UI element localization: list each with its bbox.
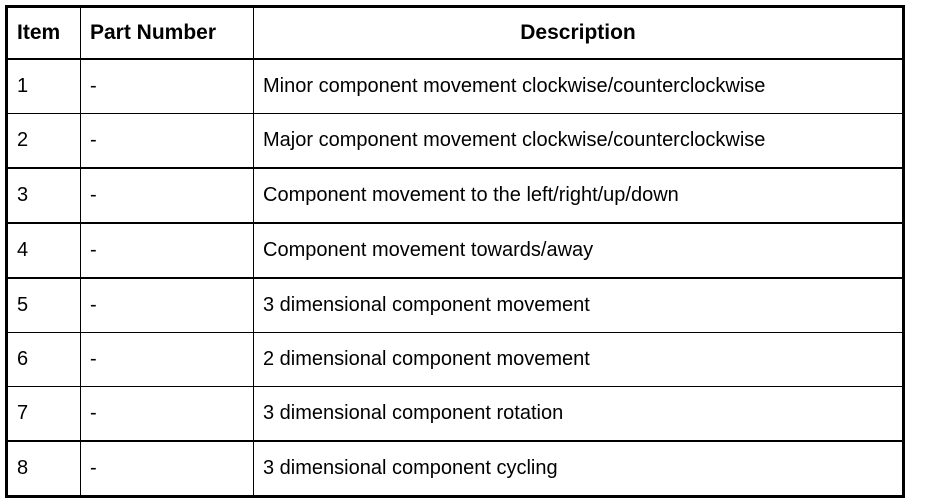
parts-table: Item Part Number Description 1 - Minor c… <box>5 5 905 498</box>
table-row: 1 - Minor component movement clockwise/c… <box>6 58 904 114</box>
column-header-description: Description <box>253 6 904 60</box>
cell-description: 3 dimensional component cycling <box>253 440 904 497</box>
cell-part-number: - <box>80 222 254 279</box>
cell-description: 3 dimensional component movement <box>253 277 904 333</box>
column-header-item: Item <box>6 6 81 60</box>
table-row: 2 - Major component movement clockwise/c… <box>6 113 904 169</box>
cell-description: Component movement to the left/right/up/… <box>253 167 904 224</box>
table-body: 1 - Minor component movement clockwise/c… <box>6 58 904 497</box>
table-header: Item Part Number Description <box>6 6 904 60</box>
table-row: 4 - Component movement towards/away <box>6 222 904 279</box>
cell-item: 6 <box>6 332 81 387</box>
cell-description: 3 dimensional component rotation <box>253 386 904 442</box>
cell-part-number: - <box>80 440 254 497</box>
table-row: 5 - 3 dimensional component movement <box>6 277 904 333</box>
cell-item: 1 <box>6 58 81 114</box>
cell-item: 4 <box>6 222 81 279</box>
cell-item: 8 <box>6 440 81 497</box>
cell-part-number: - <box>80 386 254 442</box>
cell-item: 3 <box>6 167 81 224</box>
cell-description: Component movement towards/away <box>253 222 904 279</box>
column-header-part-number: Part Number <box>80 6 254 60</box>
cell-description: Minor component movement clockwise/count… <box>253 58 904 114</box>
table-row: 7 - 3 dimensional component rotation <box>6 386 904 442</box>
table-header-row: Item Part Number Description <box>6 6 904 60</box>
table-row: 8 - 3 dimensional component cycling <box>6 440 904 497</box>
cell-part-number: - <box>80 332 254 387</box>
table-row: 6 - 2 dimensional component movement <box>6 332 904 387</box>
cell-part-number: - <box>80 58 254 114</box>
cell-description: 2 dimensional component movement <box>253 332 904 387</box>
table-row: 3 - Component movement to the left/right… <box>6 167 904 224</box>
cell-item: 5 <box>6 277 81 333</box>
cell-item: 7 <box>6 386 81 442</box>
cell-part-number: - <box>80 167 254 224</box>
cell-part-number: - <box>80 113 254 169</box>
cell-item: 2 <box>6 113 81 169</box>
cell-part-number: - <box>80 277 254 333</box>
cell-description: Major component movement clockwise/count… <box>253 113 904 169</box>
